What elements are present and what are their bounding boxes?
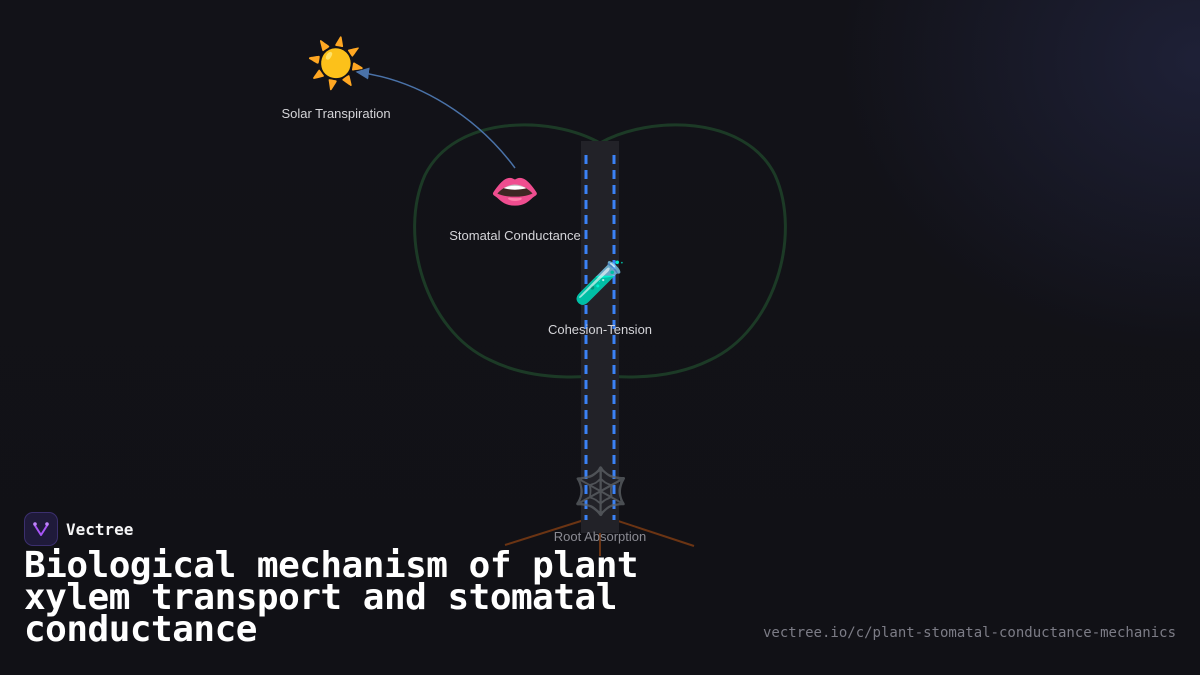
edge-stomatal-to-solar <box>355 67 516 169</box>
brand: Vectree <box>24 512 133 546</box>
root-absorption-label: Root Absorption <box>553 529 647 544</box>
cohesion-tension-label: Cohesion-Tension <box>547 322 653 337</box>
solar-transpiration-label: Solar Transpiration <box>281 106 391 121</box>
page-title: Biological mechanism of plant xylem tran… <box>24 545 639 650</box>
vectree-logo-icon <box>24 512 58 546</box>
source-url[interactable]: vectree.io/c/plant-stomatal-conductance-… <box>762 625 1176 641</box>
sun-icon: ☀️ <box>306 36 366 92</box>
mouth-icon: 👄 <box>490 169 540 215</box>
test-tube-icon: 🧪 <box>573 258 627 307</box>
stomatal-conductance-label: Stomatal Conductance <box>449 228 581 243</box>
brand-name: Vectree <box>66 519 134 539</box>
spider-web-icon: 🕸️ <box>572 464 630 518</box>
